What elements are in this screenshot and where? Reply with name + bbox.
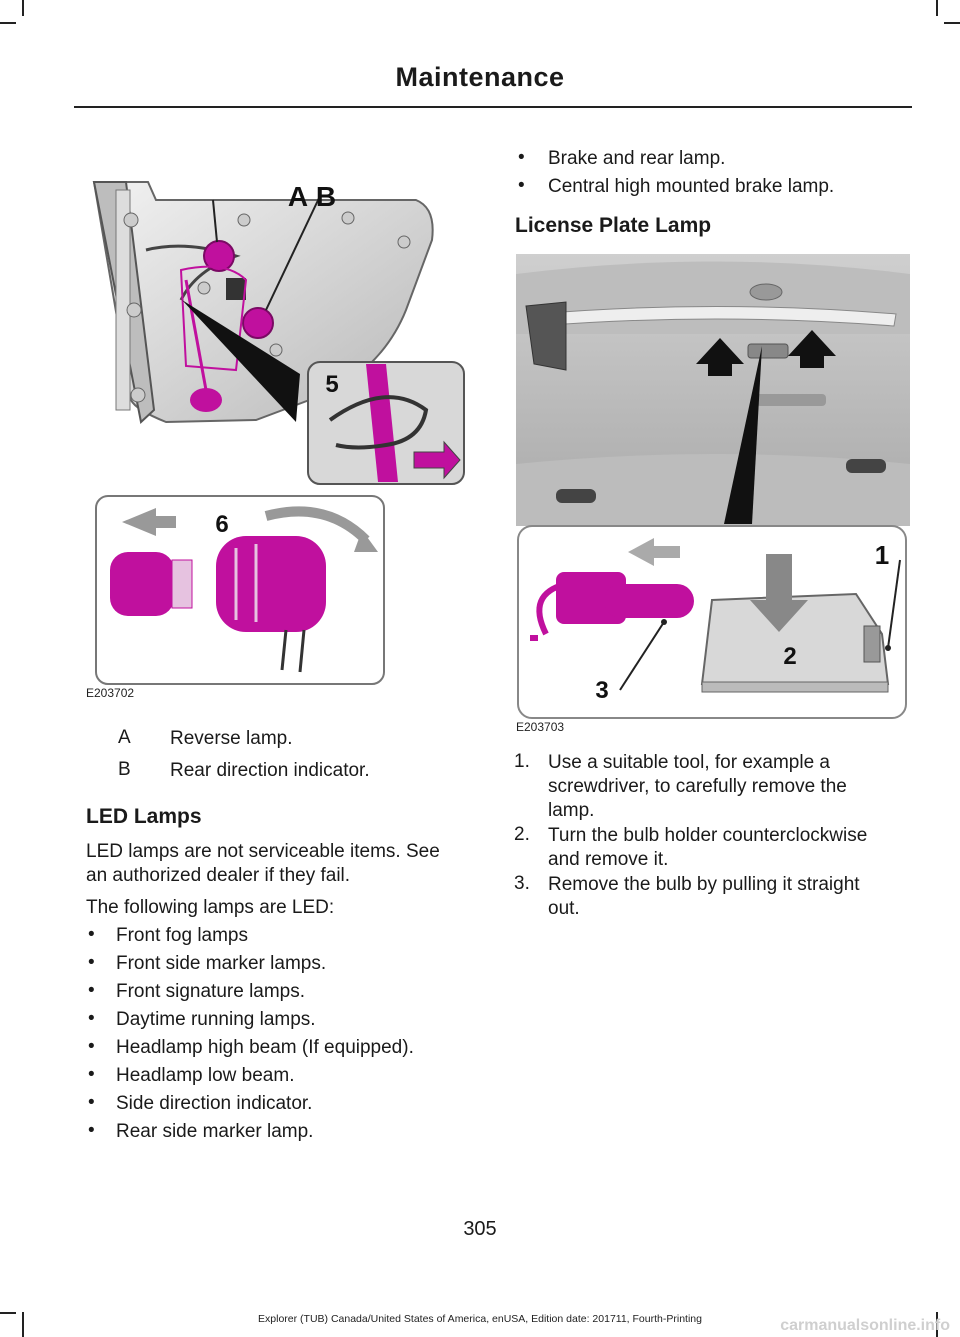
list-item: Daytime running lamps. bbox=[116, 1009, 316, 1030]
step-line: out. bbox=[548, 898, 580, 919]
list-item: Headlamp high beam (If equipped). bbox=[116, 1037, 414, 1058]
crop-mark bbox=[944, 22, 960, 24]
legend-text: Rear direction indicator. bbox=[170, 760, 370, 781]
step-number: 3. bbox=[514, 873, 530, 894]
callout-5: 5 bbox=[325, 371, 338, 398]
step-number: 1. bbox=[514, 751, 530, 772]
crop-mark bbox=[0, 22, 16, 24]
crop-mark bbox=[936, 1312, 938, 1337]
bullet: • bbox=[518, 147, 525, 168]
step-line: Turn the bulb holder counterclockwise bbox=[548, 825, 868, 846]
step-line: screwdriver, to carefully remove the bbox=[548, 776, 847, 797]
crop-mark bbox=[936, 0, 938, 16]
callout-6: 6 bbox=[215, 511, 228, 538]
list-item: Front side marker lamps. bbox=[116, 953, 327, 974]
callout-2: 2 bbox=[783, 643, 796, 670]
led-intro: The following lamps are LED: bbox=[86, 897, 335, 918]
list-item: Side direction indicator. bbox=[116, 1093, 313, 1114]
legend-letter: A bbox=[118, 727, 131, 748]
callout-a: A bbox=[288, 181, 308, 212]
list-item: Central high mounted brake lamp. bbox=[548, 176, 835, 197]
legend-letter: B bbox=[118, 759, 131, 780]
header-rule bbox=[74, 106, 912, 108]
step-line: Remove the bulb by pulling it straight bbox=[548, 874, 860, 895]
license-plate-lamp-figure: 1 2 3 bbox=[516, 254, 910, 722]
legend-text: Reverse lamp. bbox=[170, 728, 293, 749]
bullet: • bbox=[88, 924, 95, 945]
callout-1: 1 bbox=[875, 540, 889, 570]
bullet: • bbox=[88, 1064, 95, 1085]
bullet: • bbox=[88, 980, 95, 1001]
list-item: Brake and rear lamp. bbox=[548, 148, 726, 169]
crop-mark bbox=[22, 0, 24, 16]
callout-3: 3 bbox=[595, 677, 608, 704]
step-line: lamp. bbox=[548, 800, 595, 821]
callout-b: B bbox=[316, 181, 336, 212]
list-item: Front fog lamps bbox=[116, 925, 248, 946]
crop-mark bbox=[0, 1312, 16, 1314]
step-line: Use a suitable tool, for example a bbox=[548, 752, 830, 773]
list-item: Front signature lamps. bbox=[116, 981, 306, 1002]
bullet: • bbox=[88, 1036, 95, 1057]
led-paragraph-line: LED lamps are not serviceable items. See bbox=[86, 841, 440, 862]
step-line: and remove it. bbox=[548, 849, 669, 870]
list-item: Rear side marker lamp. bbox=[116, 1121, 314, 1142]
page-title: Maintenance bbox=[395, 62, 565, 92]
step-number: 2. bbox=[514, 824, 530, 845]
footer-edition: Explorer (TUB) Canada/United States of A… bbox=[258, 1313, 702, 1325]
bullet: • bbox=[88, 1008, 95, 1029]
tail-lamp-bulb-figure: A B 5 6 bbox=[86, 160, 470, 690]
page-number: 305 bbox=[463, 1218, 497, 1240]
section-heading-license-plate: License Plate Lamp bbox=[515, 214, 712, 237]
figure-code-right: E203703 bbox=[516, 720, 565, 734]
bullet: • bbox=[88, 1120, 95, 1141]
bullet: • bbox=[518, 175, 525, 196]
led-paragraph-line: an authorized dealer if they fail. bbox=[86, 865, 351, 886]
crop-mark bbox=[22, 1312, 24, 1337]
bullet: • bbox=[88, 1092, 95, 1113]
section-heading-led: LED Lamps bbox=[86, 805, 202, 828]
list-item: Headlamp low beam. bbox=[116, 1065, 295, 1086]
bullet: • bbox=[88, 952, 95, 973]
figure-code-left: E203702 bbox=[86, 686, 135, 700]
watermark: carmanualsonline.info bbox=[780, 1317, 950, 1334]
